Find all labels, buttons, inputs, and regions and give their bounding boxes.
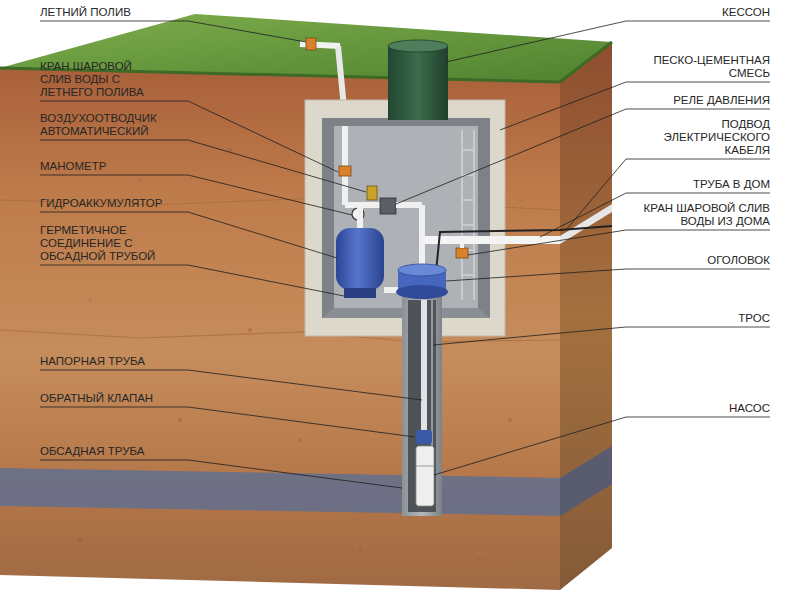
casing-interior (408, 300, 436, 512)
soil-side (560, 42, 612, 590)
part-label: НАПОРНАЯ ТРУБА (40, 355, 145, 368)
part-label: ОГОЛОВОК (707, 254, 770, 267)
manifold-pipe (396, 202, 422, 208)
part-label: ТРУБА В ДОМ (693, 178, 770, 191)
part-label: КРАН ШАРОВОЙ СЛИВ ВОДЫ С ЛЕТНЕГО ПОЛИВА (40, 60, 155, 99)
leader-line (40, 175, 352, 215)
part-label: ОБСАДНАЯ ТРУБА (40, 445, 144, 458)
hatch-lid (388, 40, 448, 52)
leader-line (446, 269, 770, 281)
leader-lines (40, 21, 770, 488)
part-label: ВОЗДУХООТВОДЧИК АВТОМАТИЧЕСКИЙ (40, 112, 172, 138)
soil-front (0, 68, 560, 590)
part-label: ОБРАТНЫЙ КЛАПАН (40, 392, 153, 405)
caisson-hatch (388, 46, 448, 120)
part-label: ГИДРОАККУМУЛЯТОР (40, 197, 162, 210)
pressure-relay (380, 198, 396, 214)
aquifer-side (560, 446, 612, 516)
leader-line (40, 407, 415, 437)
leader-line (566, 159, 770, 230)
part-label: ГЕРМЕТИЧНОЕ СОЕДИНЕНИЕ С ОБСАДНОЙ ТРУБОЙ (40, 224, 170, 263)
pressure-pipe (421, 300, 427, 432)
part-label: ПЕСКО-ЦЕМЕНТНАЯ СМЕСЬ (645, 54, 770, 80)
leader-line (40, 101, 338, 172)
aquifer (0, 468, 560, 516)
electric-cable (436, 226, 612, 272)
part-label: РЕЛЕ ДАВЛЕНИЯ (673, 94, 770, 107)
pump-detail (416, 466, 434, 467)
rope (431, 300, 432, 446)
house-ball-valve (456, 248, 468, 258)
summer-ball-valve (339, 166, 351, 176)
caisson-wall (322, 118, 490, 318)
air-vent (367, 186, 377, 200)
leader-line (40, 21, 306, 42)
part-label: КЕССОН (722, 6, 770, 19)
caisson-ladder (462, 130, 474, 300)
casing-pipe (402, 292, 442, 516)
leader-line (40, 460, 402, 488)
part-label: КРАН ШАРОВОЙ СЛИВ ВОДЫ ИЗ ДОМА (640, 202, 770, 228)
leader-line (468, 230, 770, 255)
part-label: ЛЕТНИЙ ПОЛИВ (40, 6, 131, 19)
leader-line (433, 327, 770, 345)
summer-tap (306, 38, 316, 50)
leader-line (434, 417, 770, 475)
tank-base (344, 288, 376, 298)
house-pipe (422, 236, 560, 244)
house-pipe-side (560, 204, 612, 244)
part-label: МАНОМЕТР (40, 160, 106, 173)
leader-line (40, 140, 366, 192)
pump (416, 446, 434, 506)
drain-pipe (460, 244, 464, 248)
hydroaccumulator (336, 228, 384, 290)
summer-pipe (342, 126, 348, 205)
check-valve (416, 430, 432, 444)
well-head-base (396, 285, 448, 299)
well-head-top (398, 264, 446, 276)
leader-line (396, 109, 770, 204)
part-label: ПОДВОД ЭЛЕКТРИЧЕСКОГО КАБЕЛЯ (648, 118, 770, 157)
leader-line (40, 265, 344, 296)
tank-pipe (357, 205, 363, 232)
part-label: НАСОС (729, 402, 770, 415)
part-label: ТРОС (738, 312, 770, 325)
